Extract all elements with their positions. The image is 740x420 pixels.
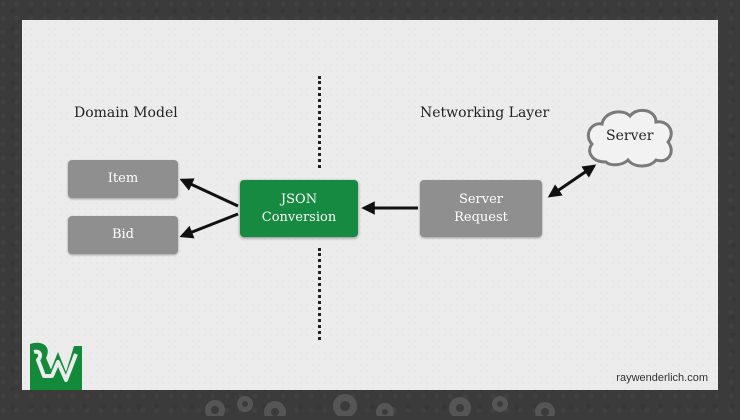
server-cloud-icon <box>586 108 673 168</box>
json-conversion-label-line2: Conversion <box>261 209 337 225</box>
json-conversion-label-line1: JSON <box>280 191 318 207</box>
item-node-label: Item <box>107 171 139 186</box>
json-conversion-node: JSON Conversion <box>240 180 358 237</box>
server-request-label-line1: Server <box>458 191 504 207</box>
layer-divider-top <box>318 76 321 168</box>
arrow-json-to-item <box>179 178 239 208</box>
raywenderlich-logo <box>22 338 82 394</box>
bid-node-label: Bid <box>111 227 135 242</box>
layer-divider-bottom <box>318 248 321 340</box>
arrow-json-to-bid <box>179 212 239 239</box>
connections <box>179 108 673 239</box>
item-node: Item <box>68 160 178 198</box>
site-url: raywenderlich.com <box>616 372 708 384</box>
arrow-server-request-bidirectional <box>547 164 597 198</box>
server-request-label-line2: Request <box>454 209 508 225</box>
networking-layer-label: Networking Layer <box>420 105 550 121</box>
server-label: Server <box>606 128 654 144</box>
bid-node: Bid <box>68 216 178 254</box>
gear-decoration <box>0 390 740 420</box>
slide: Domain Model Networking Layer Item Bid J… <box>22 20 718 390</box>
server-request-node: Server Request <box>420 180 542 237</box>
domain-model-label: Domain Model <box>74 105 178 121</box>
